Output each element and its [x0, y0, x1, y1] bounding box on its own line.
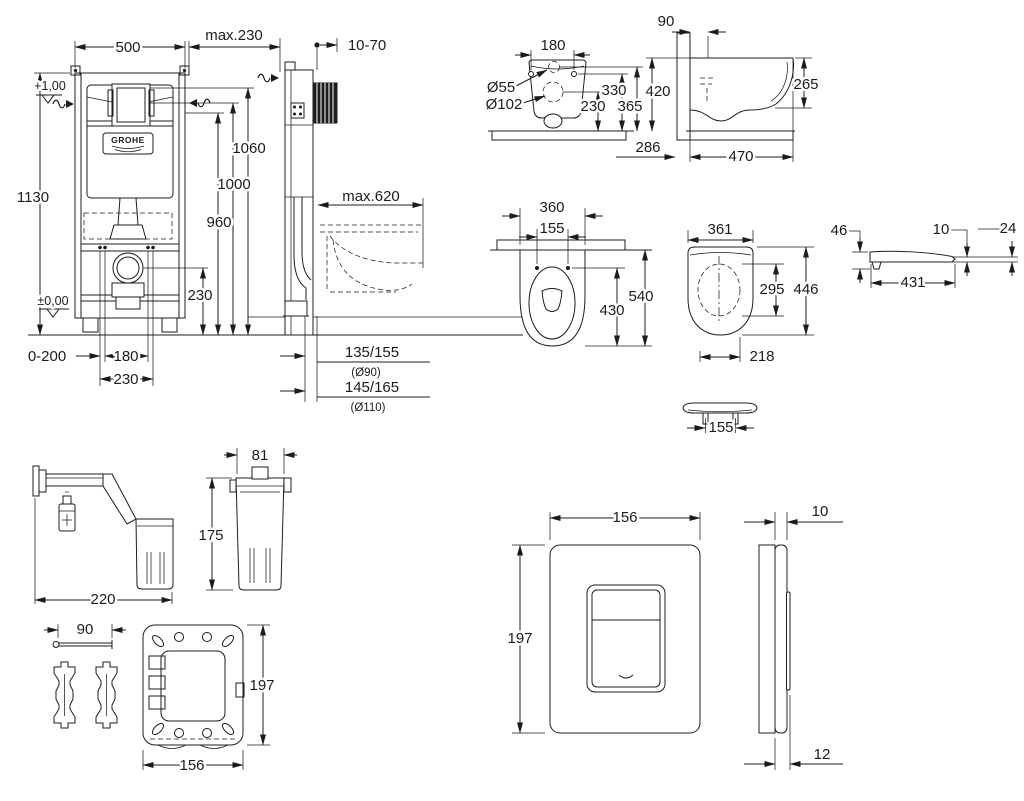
- dim-frame-height: 1130: [17, 189, 49, 206]
- dim-foot-adjust: 0-200: [28, 348, 66, 365]
- fixing-clip-left: [53, 661, 76, 729]
- dim-bowl-fixing: 155: [539, 220, 564, 237]
- dim-total-depth: 540: [628, 288, 653, 305]
- shaft-container-front-view: 81 175: [196, 445, 297, 591]
- inspection-shaft: [111, 83, 151, 127]
- dim-shaft-width: 81: [252, 447, 269, 464]
- dim-shaft-height: 175: [198, 527, 223, 544]
- dim-front-height: 265: [793, 76, 818, 93]
- flush-button: [591, 589, 661, 688]
- wall-hatch: [758, 544, 776, 734]
- seat-top-view: 361 295 446 218: [687, 219, 821, 368]
- dim-frame-width: 500: [115, 39, 140, 56]
- wall-hatch: [676, 32, 691, 141]
- dashed-bowl-outline: [329, 235, 423, 264]
- dim-outlet-a-pipe: (Ø90): [351, 367, 381, 379]
- flush-plate-side-view: 10 12: [744, 501, 843, 770]
- rod-head: [52, 641, 60, 648]
- bowl-top-view: 360 155 540 430: [490, 197, 656, 347]
- dim-top-height: 1060: [232, 140, 265, 157]
- seat-front-view: 155: [682, 402, 758, 439]
- dim-seat-width: 361: [707, 221, 732, 238]
- fixing-clip-right: [95, 661, 118, 729]
- bowl-side-outline: [689, 57, 794, 122]
- shaft-body: [235, 477, 285, 591]
- mounting-frame-outline: [142, 624, 244, 746]
- bracket-arm: [45, 473, 104, 487]
- dim-outlet-depth: 286: [635, 139, 660, 156]
- dim-frame-plate-width: 156: [179, 757, 204, 774]
- dim-outlet-height: 230: [580, 98, 605, 115]
- inlet-circle: [548, 61, 560, 73]
- dim-actuation-height: 1000: [217, 176, 250, 193]
- dim-plate-width: 156: [612, 509, 637, 526]
- dim-seat-depth: 446: [793, 281, 818, 298]
- dim-frame-plate-height: 197: [249, 677, 274, 694]
- dim-plate-height: 197: [507, 630, 532, 647]
- seat-side-view: 46 10 24 431: [828, 218, 1019, 294]
- seat-front-outline: [682, 402, 758, 414]
- flush-plate-front-view: 156 197: [505, 507, 701, 734]
- level-symbol-top: [41, 94, 55, 104]
- dim-fixing-height: 330: [601, 82, 626, 99]
- frame-foot-right: [161, 317, 178, 333]
- level-floor-label: ±0,00: [37, 294, 68, 308]
- dim-depth-max620: max.620: [342, 188, 400, 205]
- level-upper-label: +1,00: [34, 79, 66, 93]
- dim-fixing-inner: 180: [113, 348, 138, 365]
- dim-rod-length: 90: [77, 621, 94, 638]
- fixing-rod-and-clips: 90: [44, 619, 126, 729]
- water-flow-arrow-left: [52, 99, 75, 109]
- wall-hatch: [496, 239, 626, 251]
- bowl-side-view: 90 420 265 470: [643, 11, 821, 168]
- dim-seat-lid: 10: [933, 221, 950, 238]
- dim-bowl-width: 360: [539, 199, 564, 216]
- dim-seat-hinge-span: 155: [708, 419, 733, 436]
- dim-seat-hinge: 218: [749, 348, 774, 365]
- dim-fixing-outer: 230: [113, 371, 138, 388]
- grohe-logo-waves: [111, 145, 145, 153]
- mounting-frame-view: 197 156: [142, 624, 277, 777]
- dim-seat-back-height: 46: [831, 222, 848, 239]
- dim-outlet-dia: Ø102: [486, 96, 523, 113]
- flush-button-frame: [586, 584, 666, 693]
- dim-inlet-height: 365: [617, 98, 642, 115]
- dim-outlet-a: 135/155: [345, 344, 399, 361]
- plate-side-profile: [774, 544, 788, 734]
- grohe-logo: GROHE: [111, 135, 145, 145]
- wall-bracket-side-view: 220: [32, 465, 174, 611]
- grohe-logo-plate: [102, 132, 154, 155]
- dim-bowl-fixing: 180: [540, 37, 565, 54]
- dim-outlet-b: 145/165: [345, 379, 399, 396]
- dim-inlet-dia: Ø55: [487, 79, 515, 96]
- dim-plate-thickness: 10: [812, 503, 829, 520]
- dim-seat-opening: 295: [759, 281, 784, 298]
- dim-supply-height: 960: [206, 214, 231, 231]
- dim-seat-front-height: 24: [1000, 220, 1017, 237]
- dim-wall-range: 10-70: [348, 37, 386, 54]
- dim-outlet-height: 230: [187, 287, 212, 304]
- seat-outline: [687, 246, 754, 336]
- dim-outlet-b-pipe: (Ø110): [351, 402, 386, 414]
- frame-side-view: 10-70 max.620 135/155 (Ø90) 145/165 (Ø11…: [257, 35, 430, 417]
- dim-button-thickness: 12: [814, 746, 831, 763]
- water-spot: [541, 288, 563, 312]
- frame-front-view: 500 1130 +1,00 ±0,00 0-200 180 230 230 9…: [14, 25, 523, 391]
- dim-bowl-depth: 430: [599, 302, 624, 319]
- dim-bowl-height: 420: [645, 83, 670, 100]
- dim-bowl-depth: 470: [728, 148, 753, 165]
- dim-bracket-length: 220: [90, 591, 115, 608]
- water-flow-arrow-side: [257, 73, 280, 83]
- dim-wall-thickness: 90: [658, 13, 675, 30]
- bracket-box: [135, 518, 174, 590]
- dim-depth-max: max.230: [205, 27, 263, 44]
- wall-reference-dot: [314, 42, 320, 48]
- frame-foot-left: [82, 317, 99, 333]
- level-symbol-floor: [46, 308, 60, 318]
- dim-seat-length: 431: [900, 274, 925, 291]
- seat-side-outline: [869, 250, 956, 263]
- bowl-back-view: 180 Ø55 Ø102 330 230 365 286: [483, 35, 676, 160]
